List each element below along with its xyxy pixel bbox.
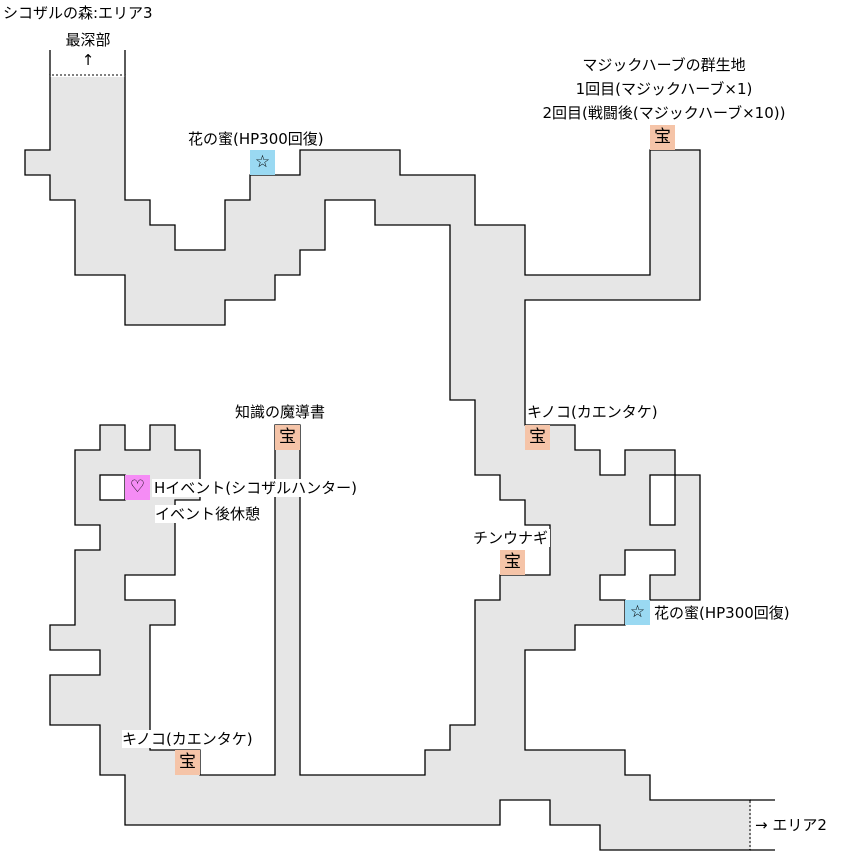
wall-hole xyxy=(99,474,126,501)
herb-first: 1回目(マジックハーブ×1) xyxy=(575,80,753,98)
mushroom-label: キノコ(カエンタケ) xyxy=(527,403,660,421)
honey-star-icon[interactable]: ☆ xyxy=(625,600,650,625)
wall-hole xyxy=(649,474,676,526)
floor-area xyxy=(24,74,751,851)
honey-label: 花の蜜(HP300回復) xyxy=(654,604,790,622)
treasure-icon[interactable]: 宝 xyxy=(500,550,525,575)
h-event-label: Hイベント(シコザルハンター) xyxy=(152,479,359,497)
heart-event-icon[interactable]: ♡ xyxy=(125,475,150,500)
area2-exit-label[interactable]: → エリア2 xyxy=(755,816,827,834)
grimoire-label: 知識の魔導書 xyxy=(235,403,326,421)
deepest-label: 最深部 xyxy=(65,31,111,49)
shaft-gap xyxy=(50,74,125,77)
treasure-icon[interactable]: 宝 xyxy=(275,425,300,450)
herb-title: マジックハーブの群生地 xyxy=(582,56,746,74)
treasure-icon[interactable]: 宝 xyxy=(525,425,550,450)
treasure-icon[interactable]: 宝 xyxy=(175,750,200,775)
herb-second: 2回目(戦闘後(マジックハーブ×10)) xyxy=(542,104,786,122)
honey-label: 花の蜜(HP300回復) xyxy=(188,130,324,148)
exit-clear xyxy=(751,801,781,849)
mushroom-label: キノコ(カエンタケ) xyxy=(122,730,255,748)
map-title: シコザルの森:エリア3 xyxy=(3,4,153,22)
up-arrow-icon: ↑ xyxy=(81,51,95,69)
honey-star-icon[interactable]: ☆ xyxy=(250,150,275,175)
treasure-icon[interactable]: 宝 xyxy=(650,125,675,150)
rest-label: イベント後休憩 xyxy=(155,505,263,523)
eel-label: チンウナギ xyxy=(473,529,551,547)
